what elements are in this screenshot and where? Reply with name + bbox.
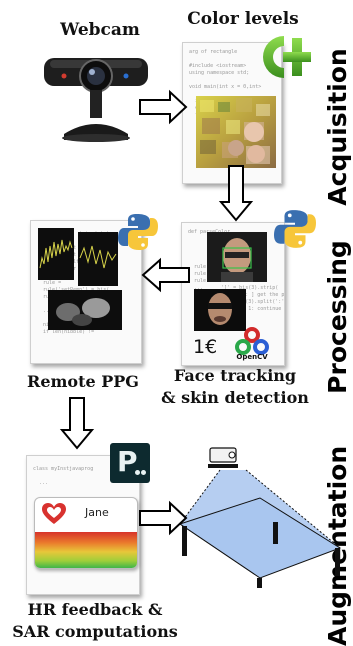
price-text: 1€	[193, 336, 218, 358]
cpp-logo	[256, 28, 318, 86]
heart-rate-app-window: Jane	[34, 497, 138, 569]
webcam-label: Webcam	[60, 20, 140, 40]
color-levels-label: Color levels	[187, 9, 299, 29]
user-name: Jane	[85, 506, 109, 519]
ppg-signal-plots	[38, 228, 134, 334]
arrow-feedback-to-table	[139, 500, 188, 536]
arrow-remote-ppg-to-feedback	[59, 397, 95, 450]
projector-and-table	[140, 440, 350, 590]
color-levels-image	[196, 96, 276, 168]
processing-logo-letter: P	[117, 445, 138, 478]
python-logo-remote-ppg	[118, 212, 158, 252]
opencv-logo: OpenCV	[230, 327, 274, 362]
face-tracking-image	[207, 232, 267, 282]
python-logo-face-tracking	[274, 208, 316, 250]
arrow-webcam-to-color-levels	[139, 89, 188, 125]
processing-logo: P	[110, 443, 150, 483]
skin-detection-image	[194, 289, 246, 331]
face-tracking-label-line2: & skin detection	[161, 388, 309, 407]
hr-feedback-label-line1: HR feedback &	[27, 600, 163, 619]
heart-icon	[41, 502, 67, 526]
heart-rate-gradient-bar	[35, 532, 137, 568]
hr-feedback-label-line2: SAR computations	[12, 622, 178, 641]
face-tracking-label-line1: Face tracking	[173, 366, 297, 385]
remote-ppg-label: Remote PPG	[27, 372, 139, 391]
arrow-acquisition-to-face-tracking	[218, 165, 254, 222]
opencv-label: OpenCV	[236, 353, 268, 361]
webcam-image	[40, 50, 152, 145]
arrow-face-tracking-to-remote-ppg	[141, 257, 190, 293]
